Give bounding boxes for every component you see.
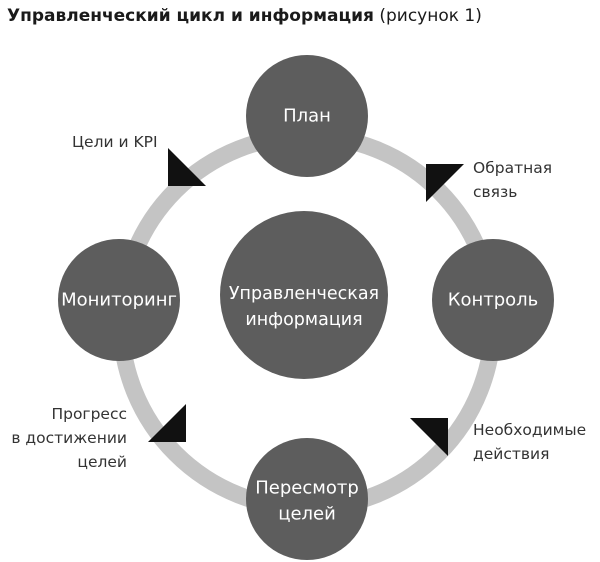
node-plan: План <box>246 55 368 177</box>
arrow-goals-kpi <box>168 148 206 186</box>
node-center-label-1: Управленческая <box>229 284 379 304</box>
arrow-feedback <box>426 164 464 202</box>
node-review-label-2: целей <box>278 504 336 525</box>
annotation-feedback-2: связь <box>473 183 517 201</box>
node-monitoring-label: Мониторинг <box>61 290 177 311</box>
annotation-actions-1: Необходимые <box>473 421 586 439</box>
node-control-label: Контроль <box>448 290 539 311</box>
title-sub: (рисунок 1) <box>379 6 482 26</box>
figure-title: Управленческий цикл и информация (рисуно… <box>7 6 482 26</box>
annotation-feedback-1: Обратная <box>473 159 552 177</box>
title-main: Управленческий цикл и информация <box>7 6 374 26</box>
annotation-progress-1: Прогресс <box>51 405 127 423</box>
node-center-label-2: информация <box>245 310 362 330</box>
annotation-goals-kpi: Цели и KPI <box>72 133 158 151</box>
node-monitoring: Мониторинг <box>58 239 180 361</box>
node-review-label-1: Пересмотр <box>255 478 359 499</box>
arrow-progress <box>148 404 186 442</box>
node-center: Управленческая информация <box>220 211 388 379</box>
node-plan-label: План <box>283 106 331 127</box>
annotation-actions-2: действия <box>473 445 549 463</box>
arrow-actions <box>410 418 448 456</box>
annotation-progress-3: целей <box>77 453 127 471</box>
node-review: Пересмотр целей <box>246 438 368 560</box>
annotation-progress-2: в достижении <box>11 429 127 447</box>
node-control: Контроль <box>432 239 554 361</box>
